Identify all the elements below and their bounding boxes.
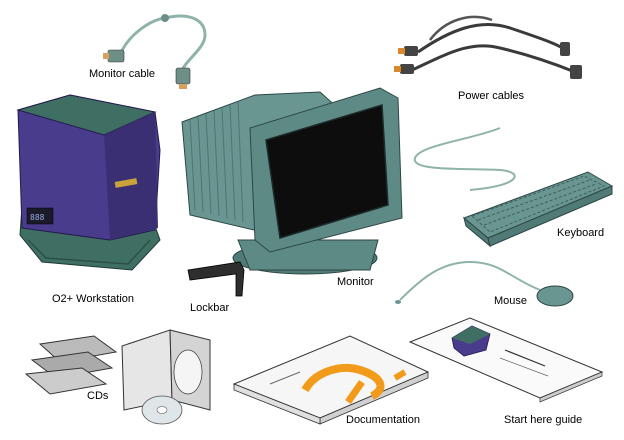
power-cables-label: Power cables [458,90,525,102]
keyboard-label: Keyboard [557,227,605,239]
cd-cases [24,329,211,425]
monitor-label: Monitor [337,276,374,288]
monitor [181,87,403,275]
monitor-cable [103,14,207,89]
monitor-cable-label: Monitor cable [89,68,156,80]
start-here-guide [408,317,604,403]
keyboard-cable [413,127,516,191]
power-cables [394,15,582,79]
mouse-label: Mouse [494,295,528,307]
documentation-label: Documentation [346,414,420,426]
workstation: 888 [16,94,161,271]
keyboard [463,171,614,248]
mouse [395,260,574,307]
lockbar [187,261,245,297]
cds-label: CDs [87,390,109,402]
start-here-guide-label: Start here guide [504,414,583,426]
workstation-label: O2+ Workstation [52,293,135,305]
lockbar-label: Lockbar [190,302,230,314]
documentation-book [232,335,430,425]
svg-text:888: 888 [30,213,45,222]
